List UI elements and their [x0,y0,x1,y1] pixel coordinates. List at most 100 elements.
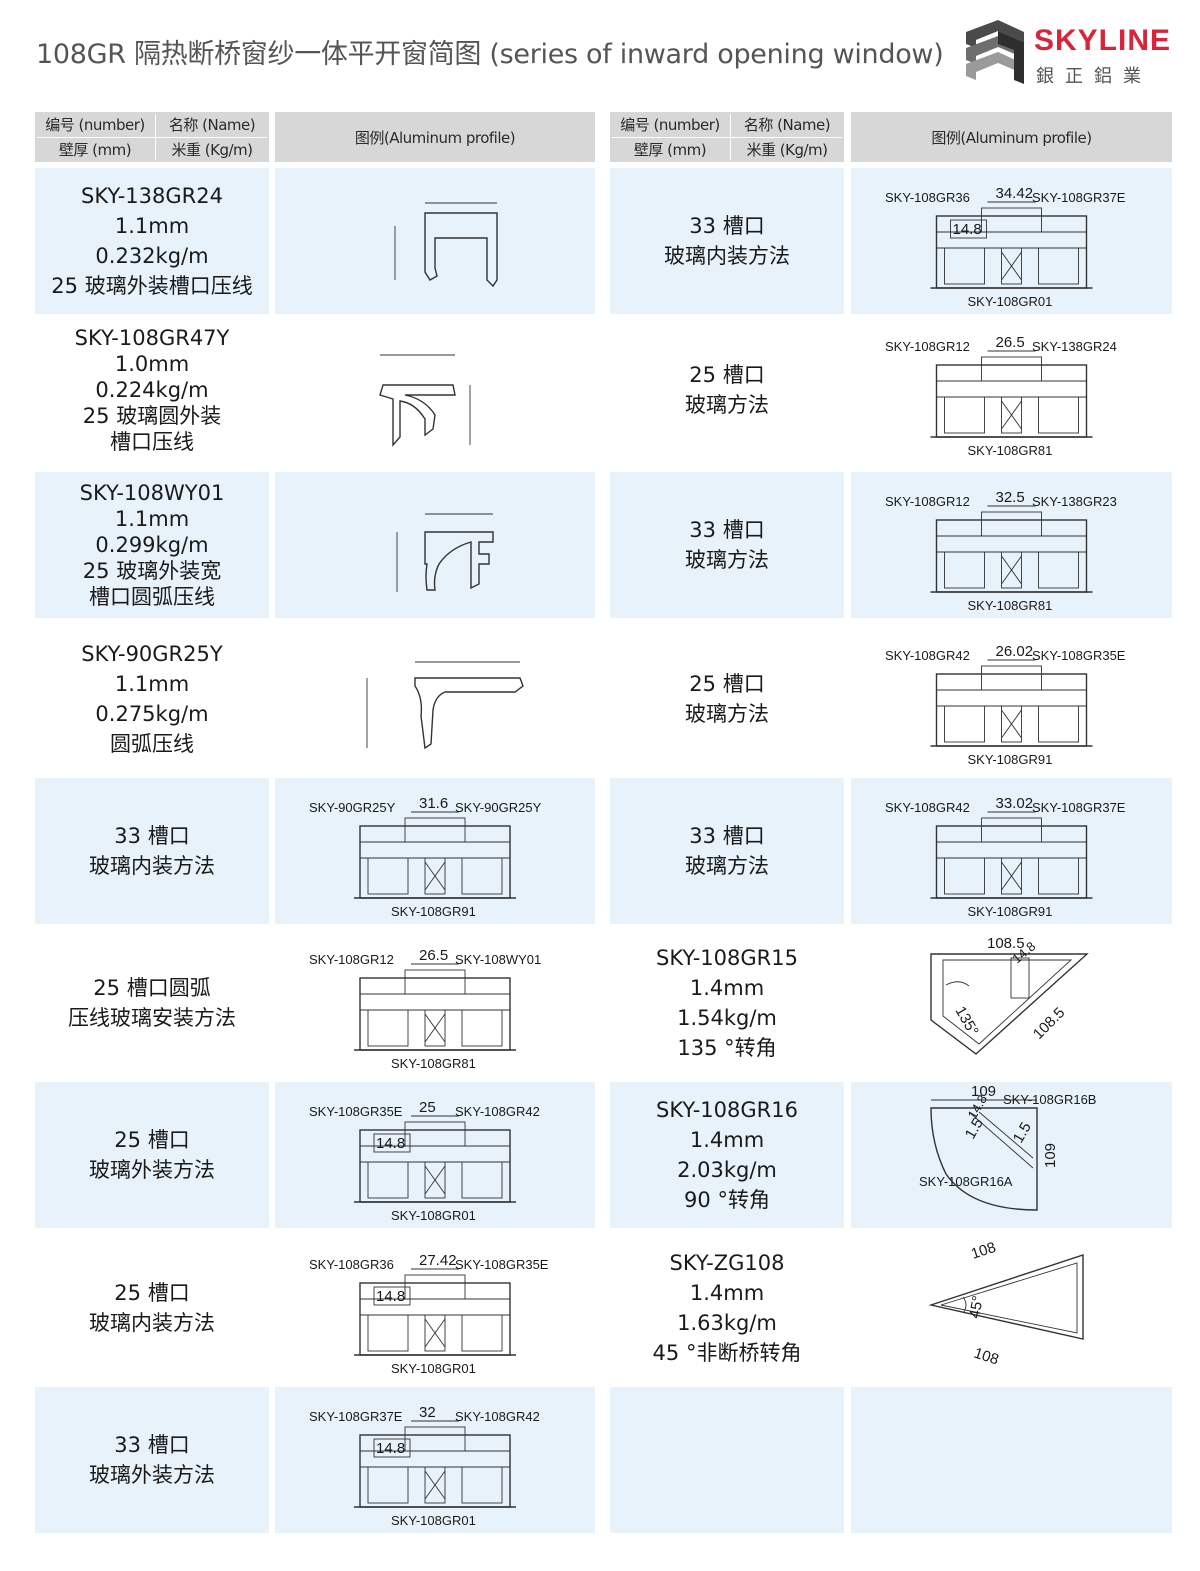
row-text-line: 玻璃方法 [685,854,769,878]
row-text-line: 0.224kg/m [95,378,209,402]
profile-drawing [394,202,498,288]
brand-name: SKYLINE [1034,24,1172,57]
header-weight: 米重 (Kg/m) [746,141,829,159]
row-text-line: 25 玻璃圆外装 [82,404,222,428]
header-thickness: 壁厚 (mm) [633,141,707,159]
dimension-glass: 27.42 [419,1252,457,1269]
label-bottom-profile: SKY-108GR01 [391,1361,476,1376]
label-right-profile: SKY-108WY01 [455,952,541,967]
label-right-profile: SKY-108GR16B [1003,1092,1096,1107]
dimension-glass: 32.5 [996,489,1025,506]
row-text-line: 25 槽口 [114,1128,190,1152]
dimension-side: 108 [972,1345,1001,1369]
row-text-line: 25 槽口 [689,363,765,387]
header-thickness: 壁厚 (mm) [58,141,132,159]
label-left-profile: SKY-108GR42 [885,648,970,663]
row-text-line: 圆弧压线 [110,732,194,756]
row-text-line: 玻璃外装方法 [89,1158,215,1182]
assembly-drawing [354,963,516,1051]
profile-drawing [379,354,471,447]
dimension-glass: 25 [419,1099,436,1116]
corner-drawing [928,1254,1084,1340]
row-text-line: 槽口压线 [110,430,194,454]
left-row-figure: 14.8 27.42 SKY-108GR36 SKY-108GR35E SKY-108G… [275,1235,595,1381]
left-row-figure [275,472,595,618]
assembly-drawing [930,659,1093,747]
table-header-left-figure: 图例(Aluminum profile) [275,112,595,162]
right-row-info: 25 槽口玻璃方法 [610,317,844,463]
row-text-line: 33 槽口 [114,824,190,848]
label-left-profile: SKY-108GR12 [309,952,394,967]
row-text-line: 玻璃方法 [685,393,769,417]
table-header-left: 编号 (number) 名称 (Name) 壁厚 (mm) 米重 (Kg/m) [35,112,269,162]
profile-drawing [396,513,494,592]
profile-figure: 14.8 27.42 SKY-108GR36 SKY-108GR35E SKY-108G… [309,1252,549,1376]
dimension-inner: 14.8 [376,1135,405,1152]
label-left-profile: SKY-108GR36 [885,190,970,205]
row-text-line: 玻璃内装方法 [89,1311,215,1335]
label-right-profile: SKY-90GR25Y [455,800,542,815]
table-header-right: 编号 (number) 名称 (Name) 壁厚 (mm) 米重 (Kg/m) [610,112,844,162]
row-text-line: 玻璃方法 [685,702,769,726]
left-row-info: 33 槽口玻璃内装方法 [35,778,269,924]
label-right-profile: SKY-138GR24 [1032,339,1117,354]
header-figure: 图例(Aluminum profile) [931,128,1092,147]
row-text-line: 槽口圆弧压线 [89,585,215,609]
corner-drawing [930,953,1089,1055]
label-bottom-profile: SKY-108GR81 [391,1056,476,1071]
dimension-angle: 45° [966,1294,987,1319]
assembly-drawing [930,505,1093,593]
label-bottom-profile: SKY-108GR91 [968,752,1053,767]
dimension-glass: 26.02 [996,643,1034,660]
dimension-side: 108.5 [1030,1004,1069,1043]
row-text-line: 1.4mm [689,1128,765,1152]
label-left-profile: SKY-108GR42 [885,800,970,815]
row-text-line: 1.0mm [114,352,190,376]
label-left-profile: SKY-108GR12 [885,494,970,509]
label-left-profile: SKY-108GR36 [309,1257,394,1272]
row-text-line: 1.1mm [114,507,190,531]
row-text-line: 25 玻璃外装宽 [82,559,222,583]
assembly-drawing [930,201,1093,289]
row-text-line: 玻璃内装方法 [664,244,790,268]
assembly-drawing [354,1420,516,1508]
label-bottom-profile: SKY-108GR91 [391,904,476,919]
label-left-profile: SKY-108GR37E [309,1409,403,1424]
row-text-line: 1.1mm [114,214,190,238]
assembly-drawing [354,1268,516,1356]
dimension-inner: 14.8 [953,221,982,238]
dimension-glass: 32 [419,1404,436,1421]
assembly-drawing [354,811,516,899]
row-text-line: 1.4mm [689,1281,765,1305]
label-left-profile: SKY-90GR25Y [309,800,396,815]
header-weight: 米重 (Kg/m) [171,141,254,159]
row-text-line: 1.54kg/m [677,1006,777,1030]
row-text-line: 0.275kg/m [95,702,209,726]
profile-figure [396,513,494,592]
profile-drawing [366,661,524,750]
dimension-inner: 14.8 [376,1288,405,1305]
row-text-line: 90 °转角 [684,1188,770,1212]
row-text-line: SKY-108GR47Y [74,326,230,350]
label-bottom-profile: SKY-108GR81 [968,443,1053,458]
label-right-profile: SKY-108GR35E [455,1257,549,1272]
row-text-line: 0.299kg/m [95,533,209,557]
profile-figure [366,661,524,750]
right-row-figure [851,1387,1172,1533]
left-row-info: 25 槽口圆弧压线玻璃安装方法 [35,930,269,1076]
row-text-line: SKY-138GR24 [81,184,223,208]
